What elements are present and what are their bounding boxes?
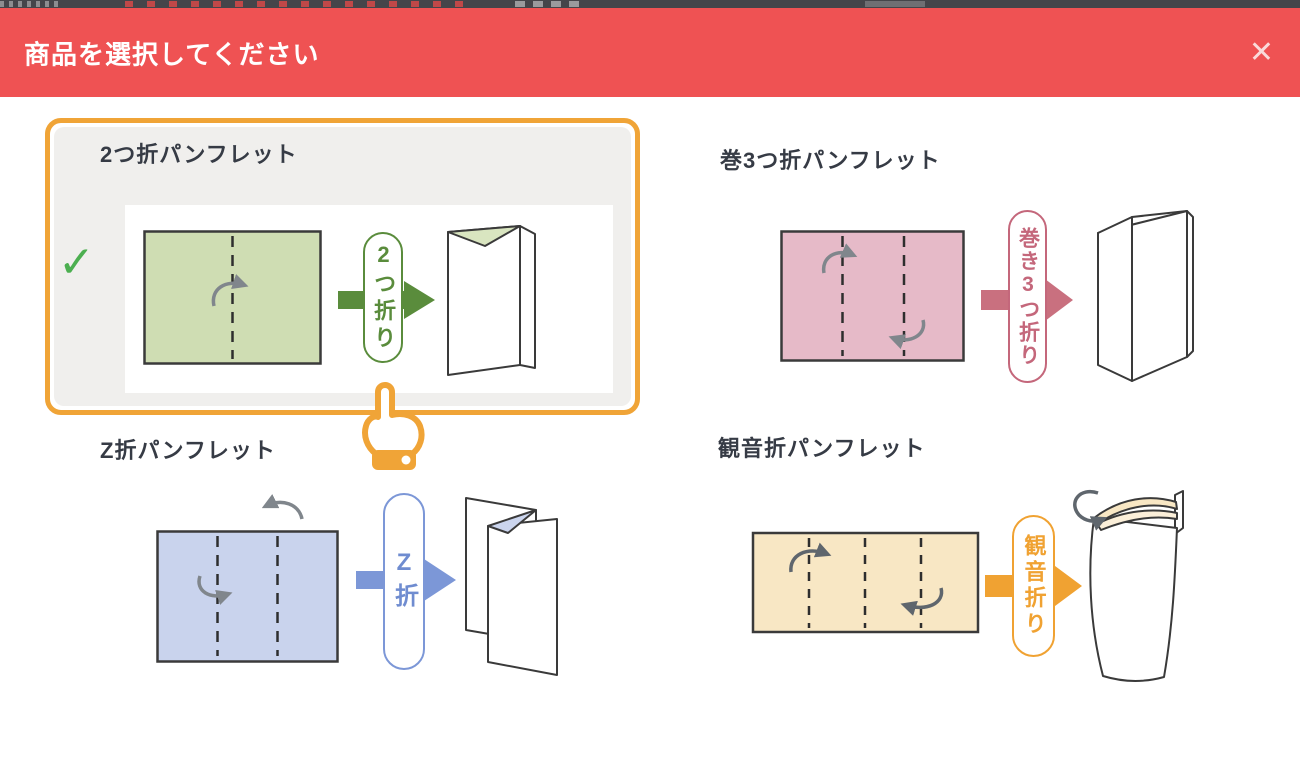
- background-page-strip: [0, 0, 1300, 8]
- modal-title: 商品を選択してください: [24, 39, 320, 69]
- fold-direction-arrow-icon: [888, 319, 926, 350]
- selected-check-icon: ✓: [58, 238, 95, 287]
- fold-direction-arrow-icon: [789, 542, 832, 573]
- bifold-fold-label: 2つ折り: [363, 232, 403, 363]
- modal-body: 2つ折パンフレット 巻3つ折パンフレット Z折パンフレット 観音折パンフレット …: [0, 97, 1300, 720]
- background-page-strip: [125, 1, 465, 7]
- product-title-bifold: 2つ折パンフレット: [100, 142, 298, 167]
- fold-direction-arrow-icon: [197, 575, 233, 605]
- fold-direction-arrow-icon: [900, 587, 944, 616]
- roll-trifold-result-diagram: [1097, 210, 1194, 382]
- close-icon[interactable]: ✕: [1248, 35, 1274, 69]
- background-page-strip: [0, 1, 60, 7]
- hand-cursor-icon: [362, 382, 425, 470]
- background-page-strip: [515, 1, 585, 7]
- product-title-roll-trifold: 巻3つ折パンフレット: [720, 148, 941, 173]
- gatefold-fold-label: 観音折り: [1012, 515, 1055, 657]
- fold-direction-arrow-icon: [211, 274, 249, 307]
- product-title-zfold: Z折パンフレット: [100, 438, 276, 463]
- gatefold-paper-diagram: [751, 531, 980, 634]
- fold-direction-arrow-icon: [821, 243, 858, 274]
- zfold-paper-diagram: [156, 494, 339, 663]
- bifold-result-diagram: [447, 225, 536, 376]
- modal-header: 商品を選択してください ✕: [0, 8, 1300, 97]
- zfold-fold-label: Z折: [383, 493, 425, 670]
- zfold-result-diagram: [465, 497, 558, 676]
- gatefold-result-diagram: [1073, 489, 1184, 682]
- product-title-gatefold: 観音折パンフレット: [718, 436, 926, 461]
- background-page-strip: [865, 1, 925, 7]
- fold-direction-arrow-icon: [261, 494, 304, 520]
- bifold-paper-diagram: [143, 230, 322, 365]
- roll-trifold-fold-label: 巻き3つ折り: [1008, 210, 1047, 383]
- fold-direction-arrow-icon: [1073, 489, 1108, 531]
- roll-trifold-paper-diagram: [780, 230, 965, 362]
